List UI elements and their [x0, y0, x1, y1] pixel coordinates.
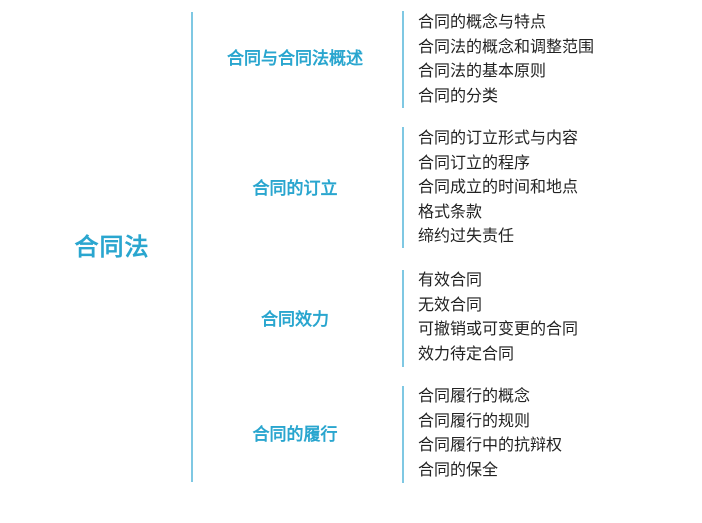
list-item: 缔约过失责任 — [418, 226, 515, 245]
branch-divider-line — [402, 11, 404, 108]
branch-items-formation: 合同的订立形式与内容 合同订立的程序 合同成立的时间和地点 格式条款 缔约过失责… — [418, 126, 578, 249]
branch-label-validity: 合同效力 — [261, 310, 329, 330]
list-item: 有效合同 — [418, 270, 483, 289]
list-item: 无效合同 — [418, 294, 483, 314]
branch-items-validity: 有效合同 无效合同 可撤销或可变更的合同 效力待定合同 — [418, 268, 578, 366]
root-topic: 合同法 — [74, 233, 150, 261]
list-item: 效力待定合同 — [418, 343, 515, 363]
list-item: 合同履行的规则 — [418, 410, 531, 430]
branch-label-formation: 合同的订立 — [252, 179, 338, 199]
list-item: 合同订立的程序 — [418, 152, 531, 172]
branch-label-overview: 合同与合同法概述 — [227, 49, 363, 69]
list-item: 合同的概念与特点 — [418, 12, 547, 31]
list-item: 合同履行中的抗辩权 — [418, 435, 563, 454]
list-item: 合同的订立形式与内容 — [418, 128, 579, 147]
branch-items-overview: 合同的概念与特点 合同法的概念和调整范围 合同法的基本原则 合同的分类 — [418, 10, 594, 108]
list-item: 合同的分类 — [418, 85, 499, 105]
branch-divider-line — [402, 386, 404, 483]
main-divider-line — [191, 12, 193, 482]
list-item: 格式条款 — [418, 201, 483, 221]
branch-divider-line — [402, 127, 404, 248]
list-item: 合同成立的时间和地点 — [418, 177, 579, 196]
list-item: 合同的保全 — [418, 459, 499, 479]
branch-items-performance: 合同履行的概念 合同履行的规则 合同履行中的抗辩权 合同的保全 — [418, 384, 562, 482]
list-item: 合同履行的概念 — [418, 386, 531, 405]
list-item: 可撤销或可变更的合同 — [418, 319, 579, 338]
branch-label-performance: 合同的履行 — [252, 425, 338, 445]
branch-divider-line — [402, 270, 404, 367]
list-item: 合同法的基本原则 — [418, 61, 547, 80]
list-item: 合同法的概念和调整范围 — [418, 36, 595, 56]
